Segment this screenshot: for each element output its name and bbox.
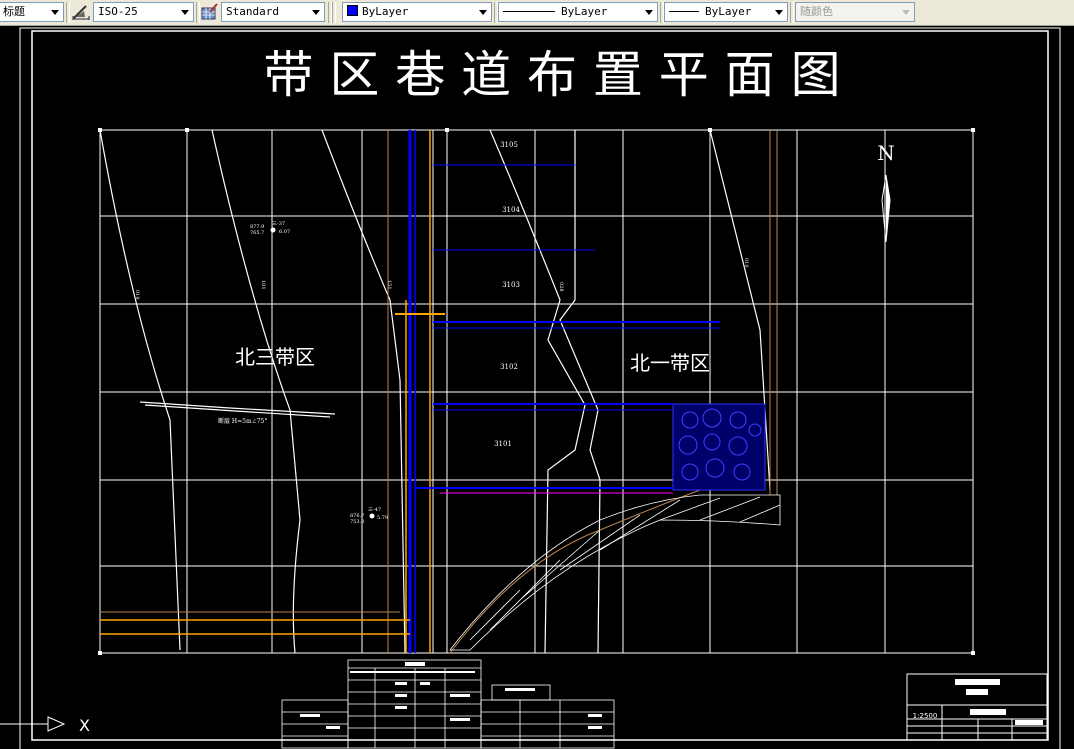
survey-point-coord: 877.9 xyxy=(250,224,264,230)
lineweight-value: ByLayer xyxy=(705,5,752,18)
survey-point-id: 三-37 xyxy=(272,221,285,227)
gob-rocks xyxy=(678,408,762,481)
chevron-down-icon xyxy=(902,10,910,15)
data-tables xyxy=(281,659,615,749)
lineweight-sample xyxy=(669,11,699,12)
chevron-down-icon[interactable] xyxy=(645,10,653,15)
text-style-dropdown[interactable]: 标题 xyxy=(0,2,64,22)
drawing-scale: 1:2500 xyxy=(913,712,938,720)
chevron-down-icon[interactable] xyxy=(181,10,189,15)
coordinate-grid xyxy=(99,129,974,654)
survey-point-coord: 876.7 xyxy=(350,513,364,519)
contour-label: 101 xyxy=(260,280,266,290)
properties-toolbar: 标题 ISO-25 Standard ByLayer ByLayer ByLay… xyxy=(0,0,1074,26)
working-face-block xyxy=(672,403,766,491)
dimension-style-dropdown[interactable]: ISO-25 xyxy=(93,2,194,22)
contour-label: 151 xyxy=(386,280,392,290)
mining-boundary xyxy=(100,130,778,654)
chevron-down-icon[interactable] xyxy=(775,10,783,15)
drawing-title: 带 区 巷 道 布 置 平 面 图 xyxy=(263,46,840,104)
drawing-canvas[interactable]: 带 区 巷 道 布 置 平 面 图 xyxy=(0,26,1074,749)
text-style-value: 标题 xyxy=(3,5,25,18)
zone-label-north-1: 北一带区 xyxy=(630,351,710,375)
table-style-value: Standard xyxy=(226,5,279,18)
toolbar-separator xyxy=(66,2,70,23)
color-dropdown[interactable]: ByLayer xyxy=(342,2,492,22)
color-swatch xyxy=(347,5,358,16)
title-block-text xyxy=(955,679,1043,725)
toolbar-separator xyxy=(196,2,200,23)
table-style-dropdown[interactable]: Standard xyxy=(221,2,325,22)
fault-label: 断层 H=5m∠75° xyxy=(218,417,267,425)
survey-point-coord: 753.0 xyxy=(350,519,364,525)
ucs-x-label: X xyxy=(79,716,90,735)
toolbar-separator xyxy=(660,2,664,23)
plot-style-dropdown: 随颜色 xyxy=(795,2,915,22)
chevron-down-icon[interactable] xyxy=(312,10,320,15)
dimension-style-icon[interactable] xyxy=(72,3,90,21)
ucs-icon: X xyxy=(0,700,90,749)
survey-point-value: 5.79 xyxy=(377,515,388,521)
main-roadways xyxy=(100,130,720,653)
toolbar-grip[interactable] xyxy=(332,2,336,23)
block-label: 3101 xyxy=(494,440,512,448)
survey-point-icon xyxy=(369,513,375,519)
color-value: ByLayer xyxy=(362,5,409,18)
linetype-value: ByLayer xyxy=(561,5,608,18)
hatched-goaf xyxy=(449,494,781,651)
contour-label: 019 xyxy=(134,290,140,300)
block-label: 3104 xyxy=(502,206,520,214)
plot-style-value: 随颜色 xyxy=(800,5,833,18)
block-label: 3105 xyxy=(500,141,518,149)
grid-ticks xyxy=(98,128,975,655)
chevron-down-icon[interactable] xyxy=(51,10,59,15)
map-labels: 北三带区 北一带区 3105 3104 3103 3102 3101 断层 H=… xyxy=(134,141,895,525)
chevron-down-icon[interactable] xyxy=(479,10,487,15)
title-block xyxy=(906,673,1048,741)
block-label: 3103 xyxy=(502,281,520,289)
survey-point-id: 三-47 xyxy=(368,507,381,513)
table-style-icon[interactable] xyxy=(200,3,218,21)
contour-label: 010 xyxy=(743,258,749,268)
survey-point-icon xyxy=(270,227,276,233)
dim-style-value: ISO-25 xyxy=(98,5,138,18)
toolbar-separator xyxy=(328,2,332,23)
survey-point-coord: 765.7 xyxy=(250,230,264,236)
lineweight-dropdown[interactable]: ByLayer xyxy=(664,2,788,22)
survey-point-value: 6.07 xyxy=(279,229,290,235)
drawing-border xyxy=(31,30,1049,741)
north-arrow-fill xyxy=(886,175,890,242)
linetype-sample xyxy=(503,11,555,12)
zone-label-north-3: 北三带区 xyxy=(235,345,315,369)
block-label: 3102 xyxy=(500,363,518,371)
table-text-blocks xyxy=(300,662,602,729)
toolbar-separator xyxy=(494,2,498,23)
toolbar-separator xyxy=(790,2,794,23)
outer-frame xyxy=(19,27,1061,749)
linetype-dropdown[interactable]: ByLayer xyxy=(498,2,658,22)
north-label: N xyxy=(877,141,895,165)
contour-label: 028 xyxy=(558,282,564,292)
